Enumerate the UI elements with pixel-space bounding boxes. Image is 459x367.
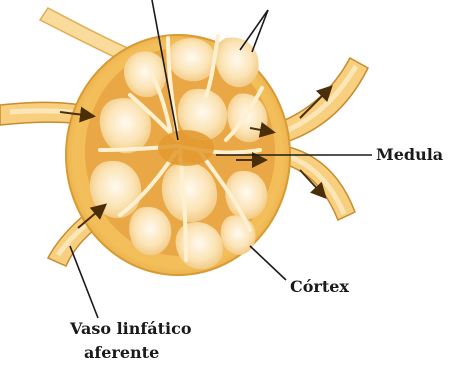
medulla-center	[158, 130, 214, 166]
label-cortex: Córtex	[290, 277, 349, 296]
leader-line-top-right-b	[252, 10, 268, 52]
leader-line-vaso	[70, 246, 98, 318]
leader-line-cortex	[250, 246, 286, 280]
label-aferente: aferente	[84, 343, 159, 362]
label-medula: Medula	[376, 145, 443, 164]
leader-line-top-right-a	[240, 10, 268, 50]
label-vaso-linfatico: Vaso linfático	[69, 319, 192, 338]
